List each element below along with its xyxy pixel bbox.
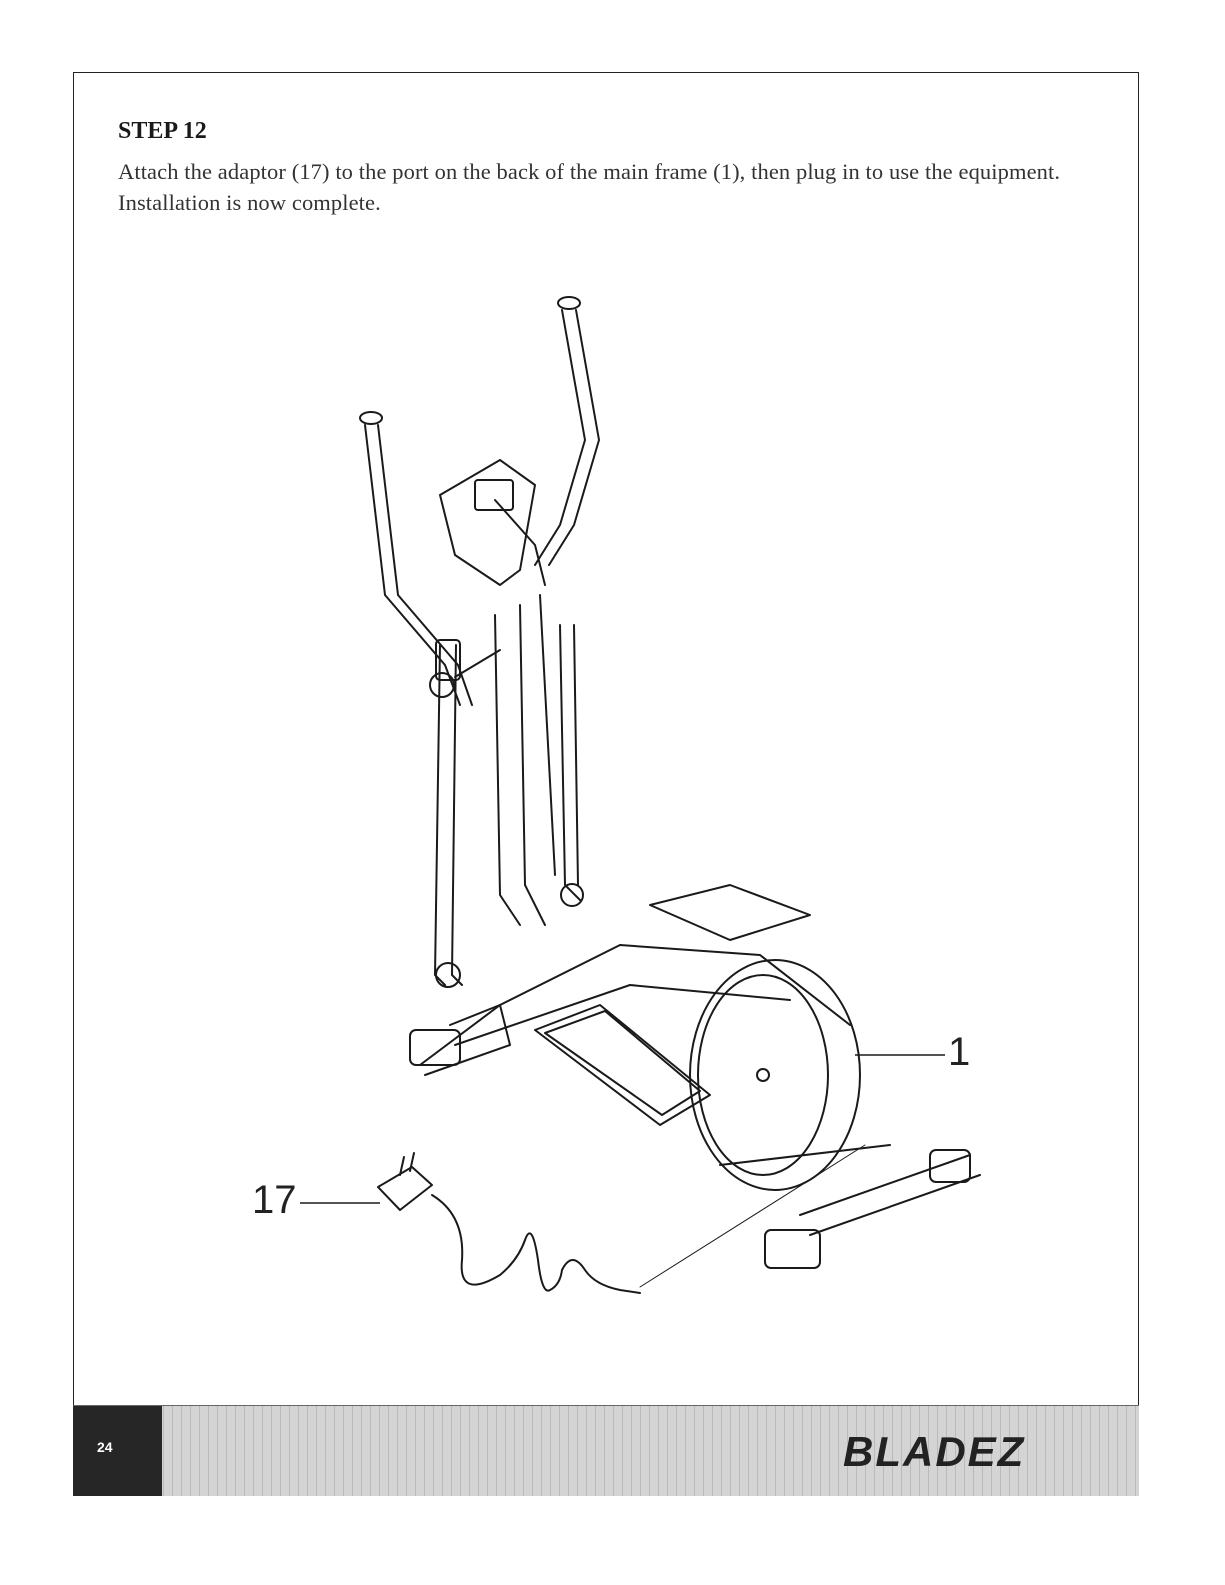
- console-display: [475, 480, 513, 510]
- page-footer: 24 BLADEZ: [73, 1405, 1139, 1496]
- flywheel-cover: [690, 960, 860, 1190]
- callout-adaptor: 17: [252, 1178, 297, 1223]
- main-frame: [420, 945, 850, 1065]
- step-instructions: Attach the adaptor (17) to the port on t…: [118, 156, 1103, 218]
- callout-main-frame: 1: [948, 1030, 970, 1075]
- adaptor-cable: [432, 1195, 640, 1293]
- brand-logo: BLADEZ: [843, 1428, 1025, 1476]
- elliptical-trainer-illustration: 1 17: [200, 285, 1000, 1335]
- rear-foot-left: [765, 1230, 820, 1268]
- left-pivot: [436, 963, 460, 987]
- page-number: 24: [97, 1439, 113, 1455]
- right-handlebar: [535, 310, 585, 565]
- page-number-box: 24: [73, 1406, 162, 1496]
- left-handle-cap: [360, 412, 382, 424]
- front-foot-cap: [410, 1030, 460, 1065]
- adaptor: [378, 1167, 432, 1210]
- left-handlebar: [365, 425, 460, 705]
- left-pedal: [535, 1005, 710, 1125]
- right-handle-cap: [558, 297, 580, 309]
- right-pivot: [561, 884, 583, 906]
- console: [440, 460, 535, 585]
- step-title: STEP 12: [118, 118, 207, 145]
- assembly-diagram: [200, 285, 1000, 1335]
- right-pedal: [650, 885, 810, 940]
- front-upright: [495, 615, 520, 925]
- rear-stabilizer: [800, 1155, 970, 1215]
